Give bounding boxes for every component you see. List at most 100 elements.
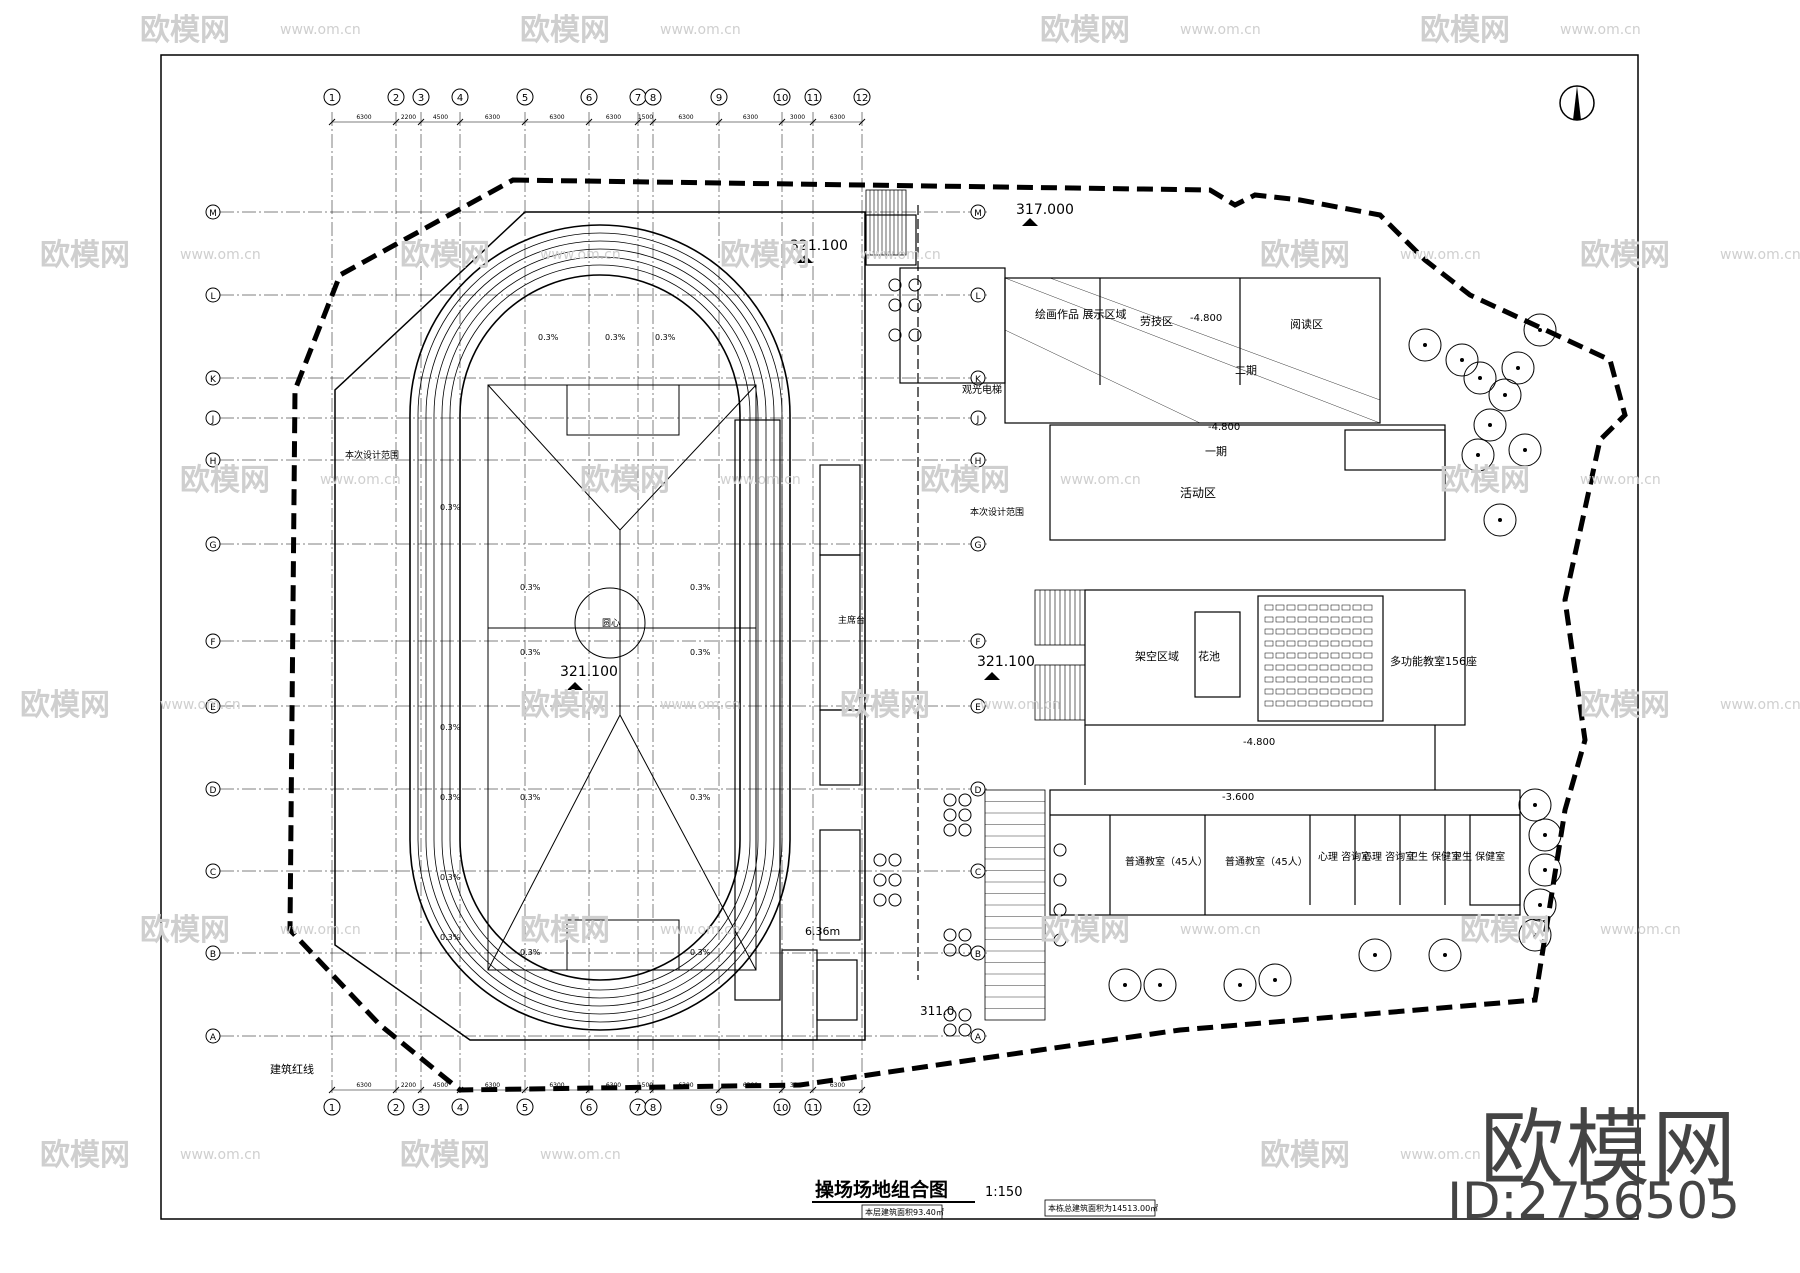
grid-bubble <box>580 1098 598 1116</box>
slope-label: 0.3% <box>655 333 676 342</box>
dimension-value: 2200 <box>401 114 416 121</box>
tree-icon <box>1463 361 1497 395</box>
grid-label: K <box>975 375 982 385</box>
watermark-text: 欧模网 <box>520 913 610 948</box>
grid-label: K <box>210 375 217 385</box>
grid-label: 11 <box>807 1103 820 1114</box>
grid-label: 2 <box>393 1103 399 1114</box>
dimension-value: 6300 <box>485 114 500 121</box>
watermark-text: 欧模网 <box>180 463 270 498</box>
watermark-text: 欧模网 <box>140 13 230 48</box>
watermark-domain: www.om.cn <box>1720 247 1800 263</box>
tree-icon <box>958 943 972 957</box>
elevation-markers: 317.000 321.100 321.100 321.100 6.36m 31… <box>560 202 1074 1018</box>
dimension-value: 1500 <box>638 1082 653 1089</box>
grid-label: A <box>210 1033 217 1043</box>
south-building <box>1049 789 1521 916</box>
grid-label: 1 <box>329 1103 335 1114</box>
grid-bubble <box>387 88 405 106</box>
room-fitness: 劳技区 <box>1140 315 1173 328</box>
grid-bubble <box>516 88 534 106</box>
grid-bubble <box>451 88 469 106</box>
tree-icon <box>1501 351 1535 385</box>
title-block: 操场场地组合图 1:150 本层建筑面积93.40㎡ 本栋总建筑面积为14513… <box>812 1178 1158 1220</box>
room-reading: 阅读区 <box>1290 317 1323 331</box>
design-scope-boundary <box>334 211 866 1041</box>
watermark-domain: www.om.cn <box>660 922 741 938</box>
tree-icon <box>873 853 887 867</box>
room-psych-2: 心理 咨询室 <box>1362 850 1415 863</box>
grid-bubble <box>205 781 221 797</box>
grid-bubble <box>970 698 986 714</box>
slope-label: 0.3% <box>520 648 541 657</box>
watermark-domain: www.om.cn <box>1180 922 1261 938</box>
grid-label: 8 <box>650 1103 656 1114</box>
slope-label: 0.3% <box>690 583 711 592</box>
tree-icon <box>888 873 902 887</box>
watermark-text: 欧模网 <box>20 688 110 723</box>
watermark-text: 欧模网 <box>1260 238 1350 273</box>
grid-bubble <box>644 1098 662 1116</box>
grid-label: E <box>975 703 981 713</box>
tree-icon <box>888 853 902 867</box>
watermark-domain: www.om.cn <box>1400 247 1481 263</box>
slope-label: 0.3% <box>690 793 711 802</box>
grid-label: 1 <box>329 93 335 104</box>
watermark-domain: www.om.cn <box>1400 1147 1481 1163</box>
watermark-text: 欧模网 <box>920 463 1010 498</box>
grid-label: M <box>209 209 217 219</box>
tree-icon <box>873 893 887 907</box>
watermark-text: 欧模网 <box>1580 238 1670 273</box>
grid-bubble <box>773 88 791 106</box>
grid-label: 5 <box>522 1103 528 1114</box>
grid-bubble <box>205 863 221 879</box>
activity-building <box>1049 424 1446 541</box>
tree-icon <box>1461 438 1495 472</box>
room-activity: 活动区 <box>1180 486 1216 500</box>
watermark-text: 欧模网 <box>1460 913 1550 948</box>
grid-label: F <box>975 638 980 648</box>
room-health-1: 卫生 保健室 <box>1408 850 1461 863</box>
grid-label: 2 <box>393 93 399 104</box>
elevation-lower: 311.0 <box>920 1004 954 1018</box>
watermark-text: 欧模网 <box>1040 13 1130 48</box>
watermark-domain: www.om.cn <box>180 1147 261 1163</box>
room-health-2: 卫生 保健室 <box>1452 850 1505 863</box>
tree-icon <box>1518 918 1552 952</box>
grid-label: D <box>975 786 982 796</box>
watermark-text: 欧模网 <box>520 688 610 723</box>
grid-label: 4 <box>457 93 463 104</box>
tree-icon <box>943 793 957 807</box>
grid-bubble <box>804 88 822 106</box>
tree-icon <box>1223 968 1257 1002</box>
grid-bubble <box>970 781 986 797</box>
slope-label: 0.3% <box>440 933 461 942</box>
tree-icon <box>958 1023 972 1037</box>
tree-icon <box>943 928 957 942</box>
tree-icon <box>1053 873 1067 887</box>
elevation-corridor: 6.36m <box>805 925 840 938</box>
grid-bubble <box>970 287 986 303</box>
label-phase-2: 二期 <box>1235 364 1257 377</box>
grid-label: 10 <box>776 93 789 104</box>
watermark-text: 欧模网 <box>400 238 490 273</box>
slope-label: 0.3% <box>520 948 541 957</box>
grid-label: 12 <box>856 1103 869 1114</box>
grid-bubble <box>412 1098 430 1116</box>
middle-building <box>1084 589 1466 790</box>
dimension-value: 6300 <box>549 114 564 121</box>
watermark-domain: www.om.cn <box>1060 472 1141 488</box>
grid-label: A <box>975 1033 982 1043</box>
grid-label: G <box>975 541 982 551</box>
grid-bubble <box>644 88 662 106</box>
grid-label: 3 <box>418 93 424 104</box>
watermark-layer: 欧模网 www.om.cn 欧模网 www.om.cn 欧模网 www.om.cn 欧模网 w… <box>20 13 1800 1173</box>
watermark-text: 欧模网 <box>40 238 130 273</box>
grid-bubble <box>205 1028 221 1044</box>
room-psych-1: 心理 咨询室 <box>1318 850 1371 863</box>
grid-bubble <box>323 88 341 106</box>
drawing-frame <box>160 54 1639 1220</box>
grid-bubble <box>451 1098 469 1116</box>
watermark-text: 欧模网 <box>140 913 230 948</box>
